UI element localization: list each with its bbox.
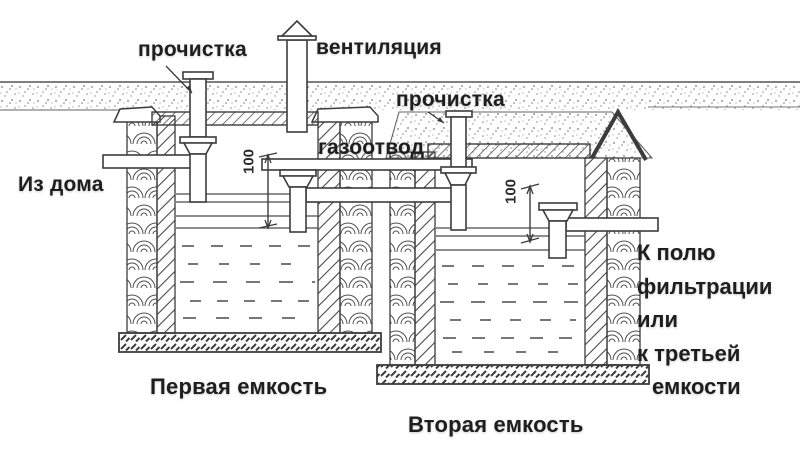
inlet-pipe [102, 154, 194, 169]
ventilation-pipe [277, 19, 317, 133]
tank2-outlet-tee [538, 202, 578, 259]
cleanout1-pipe [179, 71, 217, 203]
tank1-outlet-tee [279, 169, 317, 233]
outlet-line: емкости [652, 374, 741, 399]
dimension-first [258, 152, 278, 230]
tank2-right-wall-outer [606, 157, 641, 366]
transfer-pipe [305, 187, 453, 203]
outlet-line: или [637, 307, 679, 332]
dimension-label-second: 100 [502, 178, 520, 205]
label-cleanout-second: прочистка [396, 88, 505, 111]
outlet-line: к третьей [637, 340, 741, 366]
ground-surface [0, 81, 800, 111]
label-outlet-destination: К полю фильтрации или к третьей емкости [637, 236, 772, 404]
tank1-left-wall-outer [126, 115, 158, 334]
tank2-right-wall-inner [584, 157, 608, 366]
label-tank-second: Вторая емкость [408, 412, 584, 437]
cleanout2-pipe [440, 110, 477, 231]
tank2-base-slab [376, 364, 650, 385]
tank1-base-slab [118, 332, 382, 353]
dimension-label-first: 100 [240, 148, 258, 175]
tank2-cover-slab [427, 143, 591, 159]
label-ventilation: вентиляция [316, 36, 442, 59]
tank1-left-wall-inner [156, 115, 176, 334]
dimension-lines [165, 65, 540, 244]
outlet-line: К полю [637, 240, 716, 265]
dimension-second [520, 183, 540, 244]
gas-outlet-pipe [261, 158, 473, 171]
label-cleanout-first: прочистка [138, 38, 247, 61]
tank2-cover-peak [590, 107, 648, 162]
label-leaders [165, 65, 445, 124]
label-gas-outlet: газоотвод [318, 136, 425, 159]
outlet-pipe [565, 217, 659, 232]
tank2-left-wall-inner [414, 151, 436, 366]
pipes [102, 19, 659, 259]
tank1-right-wall-cap [310, 106, 379, 123]
label-tank-first: Первая емкость [150, 374, 328, 399]
tank2-left-wall-outer [389, 151, 416, 366]
outlet-line: фильтрации [637, 273, 773, 299]
label-inlet-from-house: Из дома [18, 173, 104, 196]
